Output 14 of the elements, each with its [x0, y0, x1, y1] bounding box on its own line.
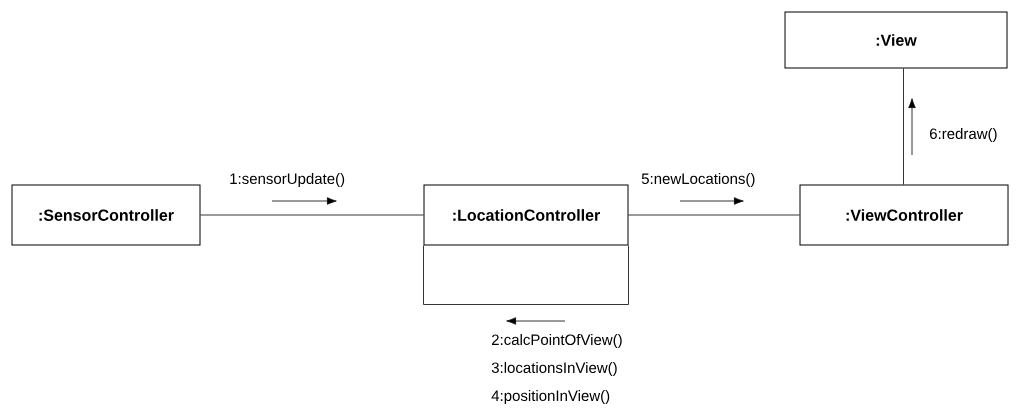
object-box: :LocationController	[423, 184, 629, 246]
message-label: 3:locationsInView()	[491, 362, 617, 376]
message-label: 5:newLocations()	[641, 173, 755, 187]
connector-line	[903, 68, 904, 185]
object-box: :SensorController	[11, 184, 201, 246]
object-box: :ViewController	[799, 184, 1009, 246]
connector-line	[423, 245, 629, 305]
connector-line	[628, 214, 800, 216]
message-label: 6:redraw()	[930, 128, 997, 142]
object-box: :View	[784, 11, 1008, 69]
message-label: 4:positionInView()	[491, 390, 610, 404]
message-label: 2:calcPointOfView()	[491, 334, 622, 348]
connector-line	[200, 214, 424, 216]
message-label: 1:sensorUpdate()	[230, 173, 345, 187]
